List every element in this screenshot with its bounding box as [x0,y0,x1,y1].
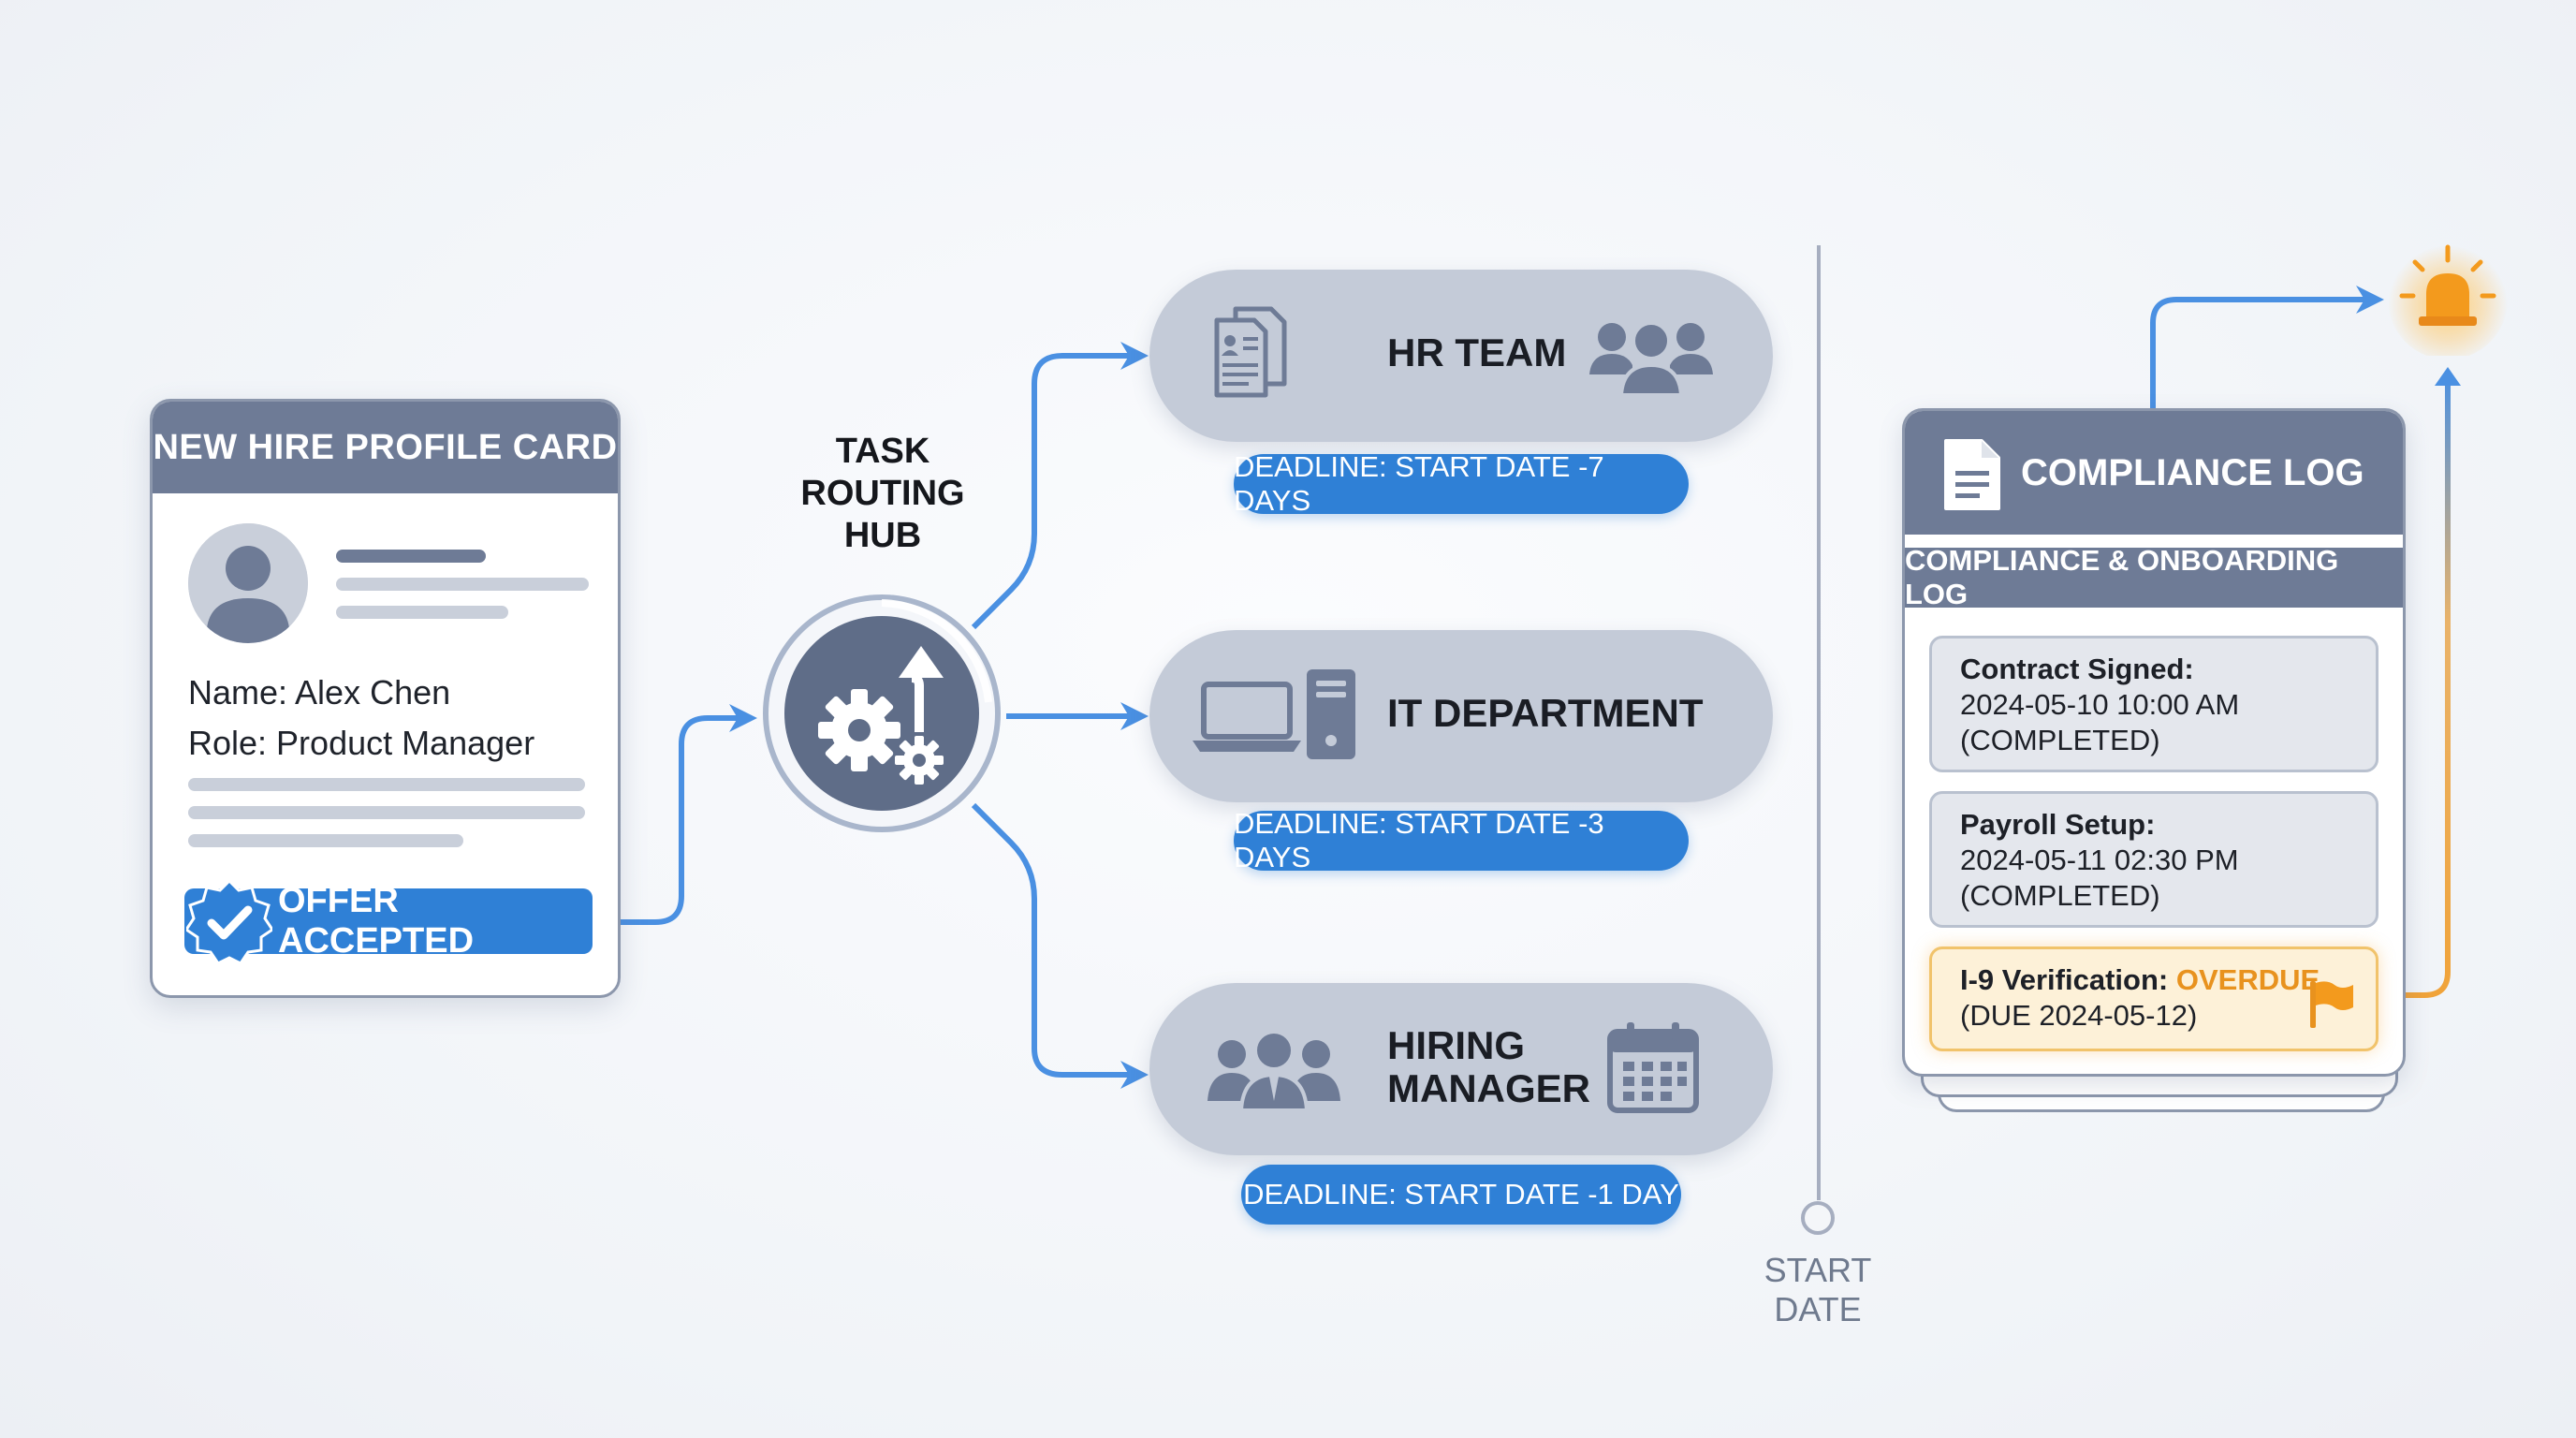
log-entry-i9-overdue: I-9 Verification: OVERDUE (DUE 2024-05-1… [1929,946,2378,1051]
alarm-beacon-icon [2388,240,2508,356]
placeholder-line [188,806,585,819]
profile-card-title: NEW HIRE PROFILE CARD [153,402,618,493]
dept-hiring-manager: HIRING MANAGER [1149,983,1773,1155]
start-date-label: START DATE [1764,1251,1872,1328]
compliance-log-header: COMPLIANCE LOG [1905,411,2403,535]
compliance-log-card: COMPLIANCE LOG COMPLIANCE & ONBOARDING L… [1902,408,2406,1077]
hire-role: Role: Product Manager [188,724,535,762]
placeholder-line [336,550,486,563]
document-icon [1944,439,2000,510]
gears-arrow-icon [763,594,1001,832]
server-tower-icon [1307,669,1355,759]
deadline-it: DEADLINE: START DATE -3 DAYS [1234,807,1689,873]
placeholder-line [188,834,463,847]
placeholder-line [336,578,589,591]
user-avatar-icon [188,523,308,643]
task-routing-hub-title: TASK ROUTING HUB [766,431,1000,557]
dept-it-department: IT DEPARTMENT [1149,630,1773,802]
entry-status: (COMPLETED) [1960,724,2160,756]
people-group-icon [1589,321,1713,397]
hire-name: Name: Alex Chen [188,673,451,712]
flag-icon [2310,981,2353,1028]
calendar-icon [1607,1022,1699,1113]
entry-due-date: (DUE 2024-05-12) [1960,999,2198,1032]
entry-status: (COMPLETED) [1960,879,2160,912]
entry-timestamp: 2024-05-10 10:00 AM [1960,688,2240,721]
start-date-marker [1801,1201,1835,1235]
connector-hub-to-manager [971,802,1149,1089]
dept-label-manager-line: HIRING [1387,1023,1525,1067]
deadline-manager: DEADLINE: START DATE -1 DAY [1241,1165,1681,1225]
placeholder-line [336,606,508,619]
dept-hr-team: HR TEAM [1149,270,1773,442]
compliance-log-title: COMPLIANCE LOG [2021,452,2364,493]
placeholder-line [188,778,585,791]
start-date-line [1817,245,1821,1200]
entry-label: I-9 Verification: [1960,963,2169,996]
hub-title-line: ROUTING [800,474,965,513]
verified-check-icon [186,879,272,965]
documents-icon [1214,306,1287,398]
hub-title-line: TASK [835,432,930,471]
dept-label-hr: HR TEAM [1387,330,1567,374]
dept-label-manager: HIRING MANAGER [1387,1024,1590,1110]
log-entry-payroll: Payroll Setup: 2024-05-11 02:30 PM (COMP… [1929,791,2378,928]
overdue-status: OVERDUE [2175,963,2320,996]
new-hire-profile-card: NEW HIRE PROFILE CARD Name: Alex Chen Ro… [150,399,621,998]
manager-group-icon [1208,1030,1340,1110]
entry-timestamp: 2024-05-11 02:30 PM [1960,844,2239,876]
connector-log-to-alarm [2150,286,2384,408]
offer-status-label: OFFER ACCEPTED [278,881,475,961]
entry-label: Contract Signed: [1960,653,2194,685]
deadline-hr: DEADLINE: START DATE -7 DAYS [1234,450,1689,517]
dept-label-it: IT DEPARTMENT [1387,691,1704,735]
entry-label: Payroll Setup: [1960,808,2156,841]
compliance-log-subtitle: COMPLIANCE & ONBOARDING LOG [1905,544,2403,610]
log-entry-contract: Contract Signed: 2024-05-10 10:00 AM (CO… [1929,636,2378,772]
hub-title-line: HUB [843,516,922,555]
laptop-icon [1193,682,1301,752]
dept-label-manager-line: MANAGER [1387,1066,1590,1110]
